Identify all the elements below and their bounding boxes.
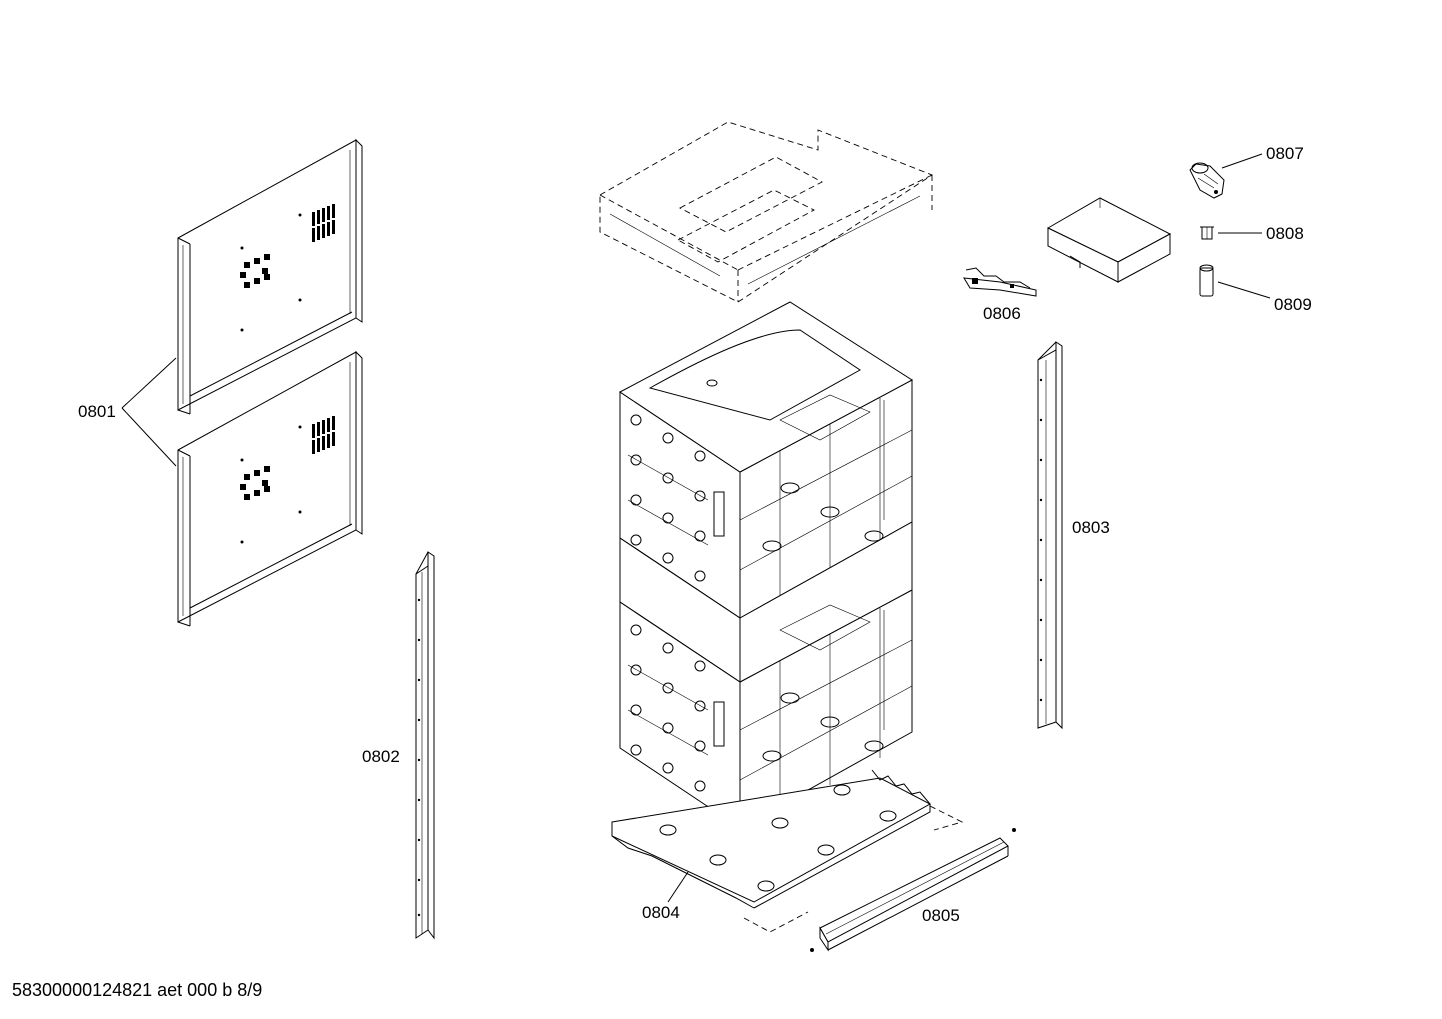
label-0805: 0805 (922, 906, 960, 925)
label-0802: 0802 (362, 747, 400, 766)
part-0804-base-tray (611, 769, 932, 909)
part-0807-knob (1189, 162, 1225, 199)
part-top-cover (599, 121, 933, 303)
label-0803: 0803 (1072, 518, 1110, 537)
label-0801: 0801 (78, 402, 116, 421)
label-0808: 0808 (1266, 224, 1304, 243)
part-0801-lower-panel (177, 350, 363, 627)
leader-0804 (667, 871, 689, 903)
leader-0807 (1221, 153, 1263, 169)
part-small-housing (1046, 197, 1172, 283)
leader-0809 (1217, 281, 1271, 299)
part-0803-right-rail (1037, 341, 1063, 730)
label-0807: 0807 (1266, 144, 1304, 163)
label-0809: 0809 (1274, 295, 1312, 314)
leader-0801 (121, 357, 177, 467)
part-0808-clip (1200, 226, 1214, 240)
document-id: 58300000124821 aet 000 b 8/9 (12, 980, 263, 1000)
label-0804: 0804 (642, 903, 680, 922)
label-0806: 0806 (983, 304, 1021, 323)
part-0805-front-strip (743, 805, 1016, 952)
part-0806-bracket (963, 267, 1037, 297)
part-oven-frame (619, 301, 913, 829)
part-0809-rod (1199, 264, 1214, 297)
part-0801-upper-panel (177, 138, 363, 415)
part-0802-left-rail (415, 551, 435, 940)
